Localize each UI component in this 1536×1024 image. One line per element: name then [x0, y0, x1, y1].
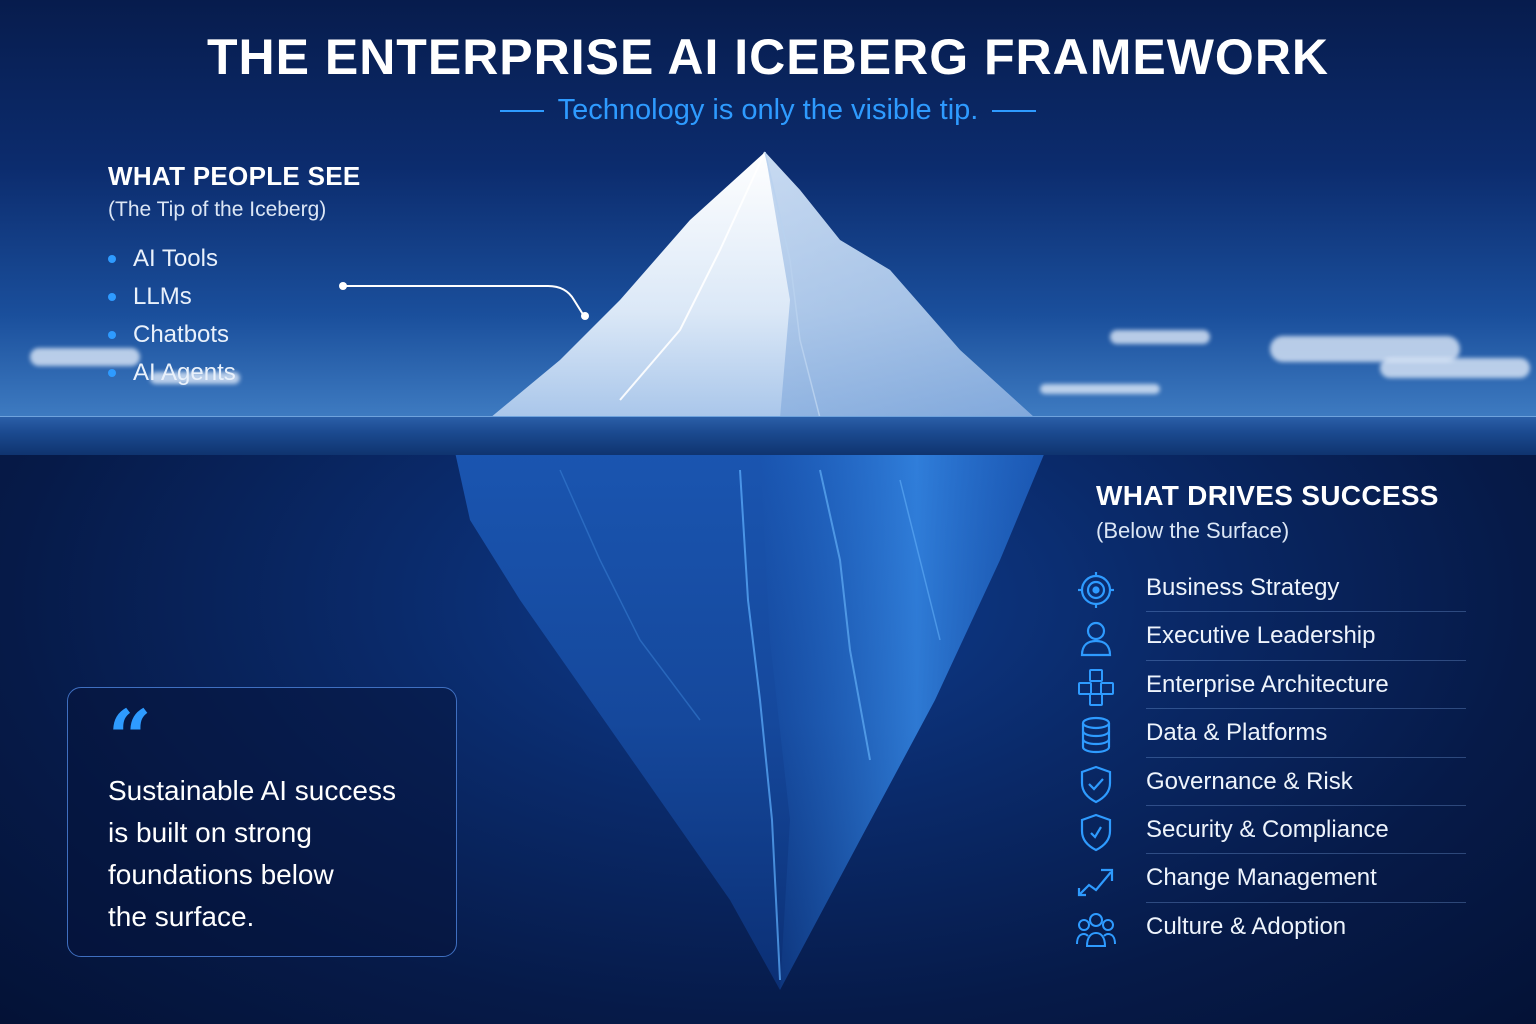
- database-icon: [1081, 717, 1111, 754]
- bullet-dot-icon: [108, 369, 116, 377]
- iceberg-crack: [899, 479, 941, 641]
- tip-item-label: LLMs: [133, 283, 192, 310]
- bullet-dot-icon: [108, 293, 116, 301]
- driver-label: Business Strategy: [1146, 574, 1340, 601]
- tip-item-label: Chatbots: [133, 321, 230, 348]
- iceberg-crack: [559, 469, 701, 721]
- tip-item-label: AI Tools: [133, 245, 218, 272]
- drivers-list: Business Strategy Executive Leadership E…: [1074, 564, 1466, 951]
- tip-list-item: LLMs: [108, 278, 236, 316]
- tip-list-item: Chatbots: [108, 316, 236, 354]
- divider: [1146, 611, 1466, 613]
- driver-label: Executive Leadership: [1146, 622, 1376, 650]
- cloud: [1040, 384, 1160, 394]
- quote-line: Sustainable AI success: [108, 775, 396, 806]
- water-surface: [0, 416, 1536, 455]
- cloud: [1110, 330, 1210, 344]
- iceberg-crack: [819, 469, 871, 761]
- driver-label: Change Management: [1146, 864, 1377, 892]
- drivers-section-title: WHAT DRIVES SUCCESS: [1096, 480, 1439, 511]
- person-icon: [1080, 622, 1112, 657]
- divider: [1146, 853, 1466, 855]
- subtitle-dash-right: [992, 110, 1037, 113]
- tip-list-item: AI Agents: [108, 354, 236, 392]
- connector-line: [343, 285, 585, 317]
- shield-lock-icon: [1080, 813, 1112, 852]
- driver-item: Enterprise Architecture: [1074, 661, 1466, 710]
- driver-item: Change Management: [1074, 854, 1466, 903]
- divider: [1146, 756, 1466, 758]
- cubes-icon: [1078, 668, 1114, 706]
- connector-end-dot: [581, 312, 589, 320]
- iceberg-tip-shade: [765, 152, 1035, 418]
- quote-mark-icon: “: [108, 693, 152, 782]
- driver-label: Governance & Risk: [1146, 767, 1353, 795]
- iceberg-crack: [739, 469, 781, 981]
- shield-check-icon: [1080, 765, 1112, 803]
- driver-item: Culture & Adoption: [1074, 903, 1466, 951]
- driver-label: Data & Platforms: [1146, 719, 1328, 747]
- quote-card: “ Sustainable AI success is built on str…: [67, 687, 457, 957]
- driver-item: Executive Leadership: [1074, 612, 1466, 661]
- driver-item: Security & Compliance: [1074, 806, 1466, 855]
- cloud: [150, 372, 240, 384]
- trend-up-icon: [1077, 869, 1114, 897]
- cloud: [30, 348, 140, 366]
- tip-section-subtitle: (The Tip of the Iceberg): [108, 198, 327, 221]
- driver-item: Data & Platforms: [1074, 709, 1466, 758]
- divider: [1146, 804, 1466, 806]
- driver-label: Enterprise Architecture: [1146, 670, 1389, 698]
- subtitle-dash-left: [499, 110, 544, 113]
- tip-list-item: AI Tools: [108, 240, 236, 278]
- cloud: [1270, 336, 1460, 362]
- drivers-section-subtitle: (Below the Surface): [1096, 518, 1290, 543]
- tip-list: AI Tools LLMs Chatbots AI Agents: [108, 240, 236, 392]
- iceberg-ridge: [619, 151, 766, 401]
- iceberg-underwater-facet: [760, 452, 1045, 990]
- driver-label: Culture & Adoption: [1146, 912, 1347, 940]
- divider: [1146, 708, 1466, 710]
- target-icon: [1078, 572, 1114, 608]
- subtitle-text: Technology is only the visible tip.: [557, 94, 979, 126]
- quote-text: Sustainable AI success is built on stron…: [108, 770, 428, 938]
- quote-line: foundations below: [108, 859, 334, 890]
- iceberg-ridge: [764, 151, 821, 419]
- driver-item: Business Strategy: [1074, 564, 1466, 613]
- quote-line: is built on strong: [108, 817, 312, 848]
- tip-section-title: WHAT PEOPLE SEE: [108, 161, 361, 191]
- subtitle: Technology is only the visible tip.: [0, 94, 1536, 127]
- tip-item-label: AI Agents: [133, 359, 236, 386]
- divider: [1146, 659, 1466, 661]
- cloud: [1380, 358, 1530, 378]
- driver-label: Security & Compliance: [1146, 815, 1389, 843]
- quote-line: the surface.: [108, 901, 255, 932]
- people-icon: [1076, 912, 1116, 947]
- driver-item: Governance & Risk: [1074, 758, 1466, 806]
- bullet-dot-icon: [108, 331, 116, 339]
- bullet-dot-icon: [108, 255, 116, 263]
- divider: [1146, 901, 1466, 903]
- page-title: THE ENTERPRISE AI ICEBERG FRAMEWORK: [206, 29, 1330, 85]
